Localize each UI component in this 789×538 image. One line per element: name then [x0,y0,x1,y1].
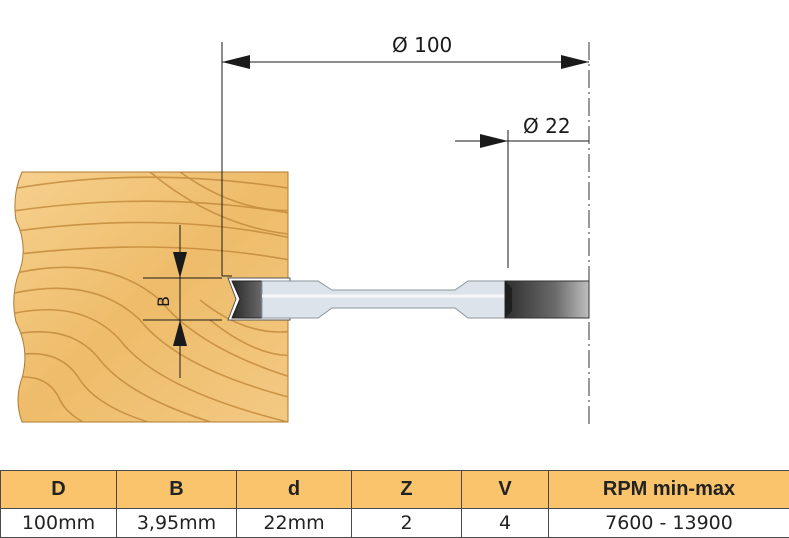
header-d: D [1,471,117,509]
spec-table: D B d Z V RPM min-max 100mm 3,95mm 22mm … [0,470,789,538]
dim-bore-label: Ø 22 [523,114,571,138]
table-row: 100mm 3,95mm 22mm 2 4 7600 - 13900 [1,509,789,538]
header-z: Z [352,471,462,509]
header-bore: d [237,471,352,509]
cell-z: 2 [352,509,462,538]
dim-outer-label: Ø 100 [392,33,452,57]
cell-rpm: 7600 - 13900 [549,509,789,538]
cell-d: 100mm [1,509,117,538]
dim-b-label: B [154,296,173,307]
dimension-bore-diameter: Ø 22 [455,114,589,268]
header-rpm: RPM min-max [549,471,789,509]
header-v: V [462,471,549,509]
cell-v: 4 [462,509,549,538]
cell-b: 3,95mm [117,509,237,538]
spec-table-header-row: D B d Z V RPM min-max [1,471,789,509]
cutter-body [262,281,589,318]
cell-bore: 22mm [237,509,352,538]
header-b: B [117,471,237,509]
cutter-diagram: Ø 100 Ø 22 B [0,0,789,470]
